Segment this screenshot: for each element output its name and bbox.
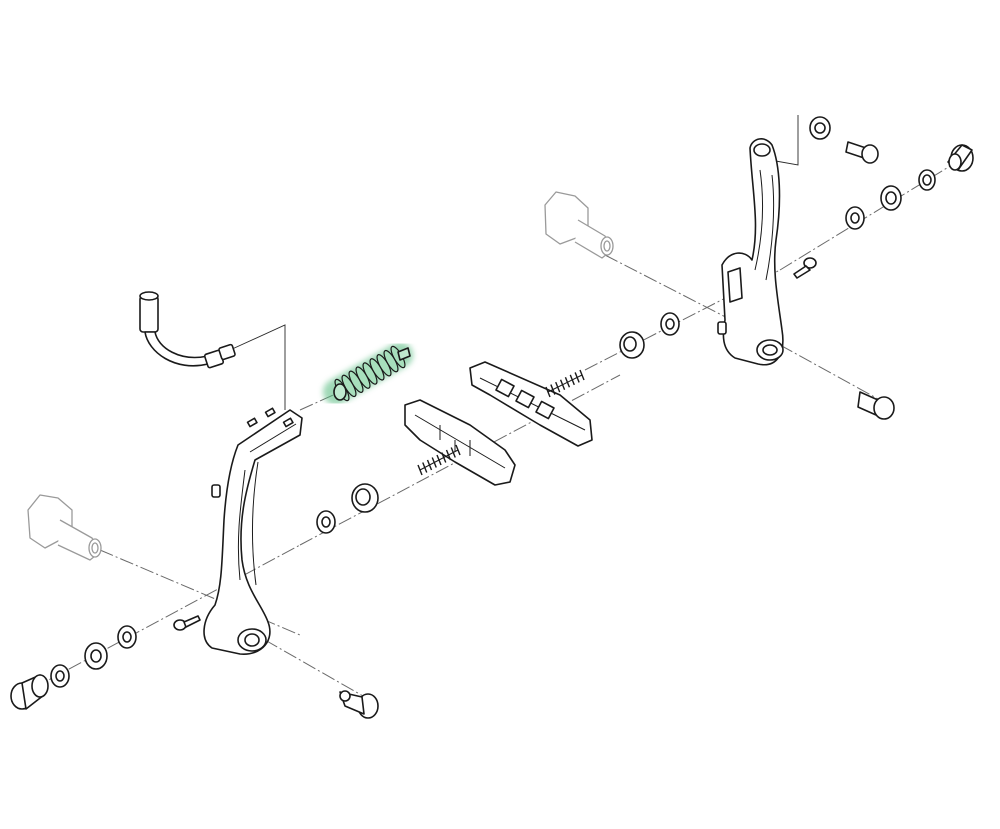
right-brake-arm bbox=[717, 138, 784, 366]
pivot-cap-left bbox=[10, 674, 49, 710]
stud-axis bbox=[547, 374, 583, 393]
washer-right-2 bbox=[918, 169, 936, 191]
leader-lines bbox=[229, 115, 799, 410]
assembly-axes bbox=[29, 159, 961, 701]
screw-right-top bbox=[845, 141, 879, 164]
washer-left-4 bbox=[117, 625, 137, 649]
washer-right-4 bbox=[845, 206, 865, 230]
frame-boss-right bbox=[544, 191, 614, 259]
spacer-left bbox=[351, 483, 379, 513]
cable-noodle bbox=[139, 291, 236, 369]
brake-shoe-front bbox=[404, 399, 516, 486]
mounting-bolt-left bbox=[339, 690, 379, 719]
small-screw-left bbox=[173, 615, 201, 631]
pivot-cap-right bbox=[947, 144, 974, 172]
washer-left-3 bbox=[84, 642, 108, 670]
brake-shoe-rear bbox=[469, 361, 593, 447]
mounting-bolt-right bbox=[857, 391, 895, 420]
small-screw-right bbox=[793, 257, 817, 279]
spacer-right bbox=[619, 331, 645, 359]
washer-left-2 bbox=[50, 664, 70, 688]
spring-highlighted bbox=[323, 342, 413, 405]
left-brake-arm bbox=[203, 407, 303, 655]
washer-left-1 bbox=[316, 510, 336, 534]
washer-right-top bbox=[809, 116, 831, 140]
washer-right-1 bbox=[660, 312, 680, 336]
washer-right-3 bbox=[880, 185, 902, 211]
frame-boss-left bbox=[27, 494, 102, 561]
stud-axis bbox=[419, 449, 459, 471]
